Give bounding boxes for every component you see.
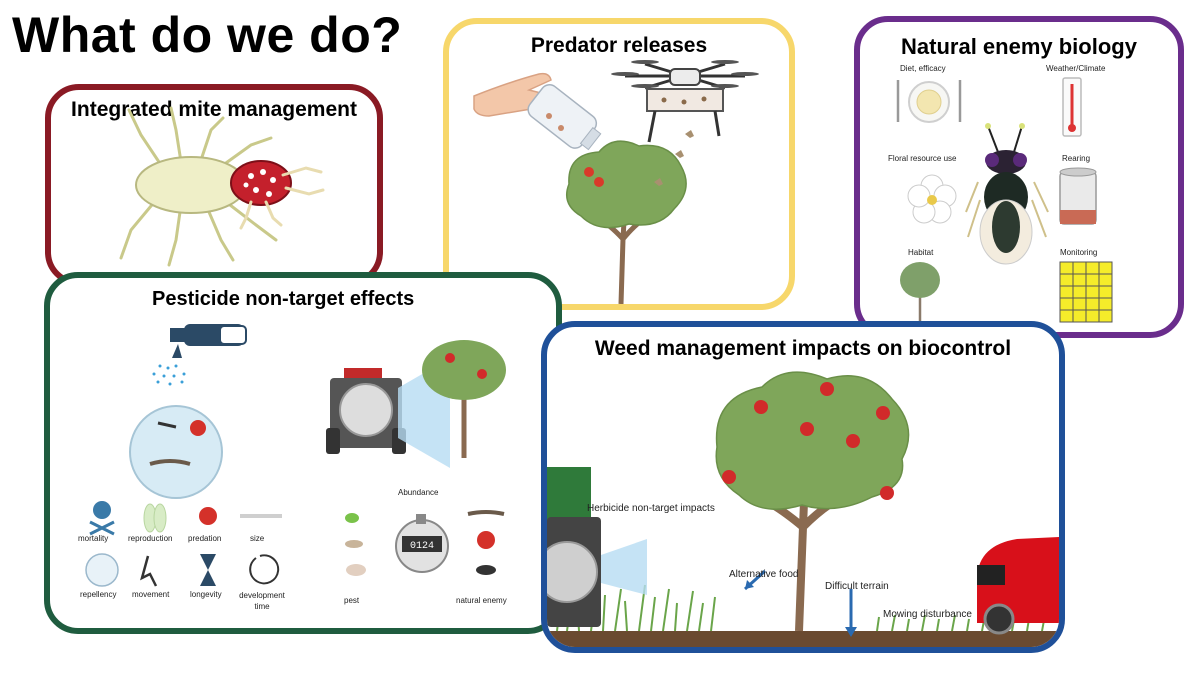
rearing-jar-icon: [1059, 167, 1097, 225]
weed-panel-title: Weed management impacts on biocontrol: [594, 337, 1012, 360]
tractor-icon: [547, 467, 647, 627]
counter-value: 0124: [410, 541, 434, 552]
weed-management-panel: Weed management impacts on biocontrol: [541, 321, 1065, 653]
natural-enemy-label: natural enemy: [456, 596, 507, 605]
pesticide-effects-panel: Pesticide non-target effects: [44, 272, 562, 634]
habitat-tree-icon: [900, 262, 940, 327]
earwig-icon: [467, 510, 505, 516]
ladybug-enemy-icon: [477, 531, 495, 549]
biology-illustration: [896, 77, 1113, 327]
movement-icon: [140, 555, 158, 587]
pesticide-illustration: 0124: [85, 324, 506, 587]
skull-icon: [93, 501, 111, 519]
reproduction-label: reproduction: [128, 534, 173, 543]
weather-label: Weather/Climate: [1046, 64, 1106, 73]
tree-canopy: [566, 140, 687, 229]
aphid-icon: [345, 513, 359, 523]
repellency-label: repellency: [80, 590, 117, 599]
natural-enemy-biology-panel: Natural enemy biology Diet, efficacy Wea…: [854, 16, 1184, 338]
herbicide-label: Herbicide non-target impacts: [587, 503, 715, 514]
mite-illustration: [119, 106, 325, 267]
flower-icon: [907, 174, 957, 224]
abundance-label: Abundance: [398, 488, 439, 497]
biology-panel-title: Natural enemy biology: [901, 34, 1137, 59]
red-mite-body: [230, 160, 292, 206]
mite-management-panel: Integrated mite management: [45, 84, 383, 286]
predation-label: predation: [188, 534, 222, 543]
release-bottle-icon: [527, 84, 602, 151]
weed-illustration: [547, 371, 1059, 647]
mortality-label: mortality: [78, 534, 109, 543]
ladybug-icon: [584, 167, 594, 177]
petri-dish-icon: [129, 405, 223, 499]
bug-enemy-icon: [476, 565, 496, 575]
page-title: What do we do?: [12, 7, 403, 63]
pesticide-panel-title: Pesticide non-target effects: [152, 288, 415, 310]
development-label: development time: [239, 591, 285, 611]
monitoring-grid-icon: [1059, 261, 1113, 323]
pale-mite-body: [135, 156, 247, 214]
effect-icons: [85, 501, 282, 587]
tally-counter-icon: [395, 514, 449, 573]
repellency-icon: [85, 553, 119, 587]
plate-icon: [896, 80, 962, 123]
predator-illustration: [473, 60, 759, 304]
predator-panel-title: Predator releases: [530, 34, 708, 57]
ladybug-icon: [199, 507, 217, 525]
predator-releases-panel: Predator releases: [443, 18, 795, 310]
thrips-icon: [345, 540, 363, 548]
monitoring-label: Monitoring: [1060, 248, 1098, 257]
mite-panel-title: Integrated mite management: [71, 98, 357, 121]
movement-label: movement: [132, 590, 170, 599]
diet-label: Diet, efficacy: [900, 64, 946, 73]
wasp-icon: [965, 123, 1049, 265]
hourglass-icon: [200, 554, 216, 586]
mower-icon: [977, 537, 1059, 635]
apple-tree-icon: [422, 340, 506, 458]
mealybug-icon: [346, 564, 366, 576]
habitat-label: Habitat: [908, 248, 934, 257]
pest-label: pest: [344, 596, 360, 605]
apple-tree-icon: [715, 371, 910, 632]
sprayer-icon: [152, 324, 247, 386]
alt-food-label: Alternative food: [729, 569, 799, 580]
soil: [547, 631, 1059, 647]
longevity-label: longevity: [190, 590, 222, 599]
drone-icon: [611, 60, 759, 143]
floral-label: Floral resource use: [888, 154, 957, 163]
thermometer-icon: [1062, 77, 1082, 137]
terrain-label: Difficult terrain: [825, 581, 889, 592]
size-label: size: [250, 534, 265, 543]
rearing-label: Rearing: [1062, 154, 1091, 163]
development-icon: [249, 554, 280, 585]
mowing-label: Mowing disturbance: [883, 609, 972, 620]
